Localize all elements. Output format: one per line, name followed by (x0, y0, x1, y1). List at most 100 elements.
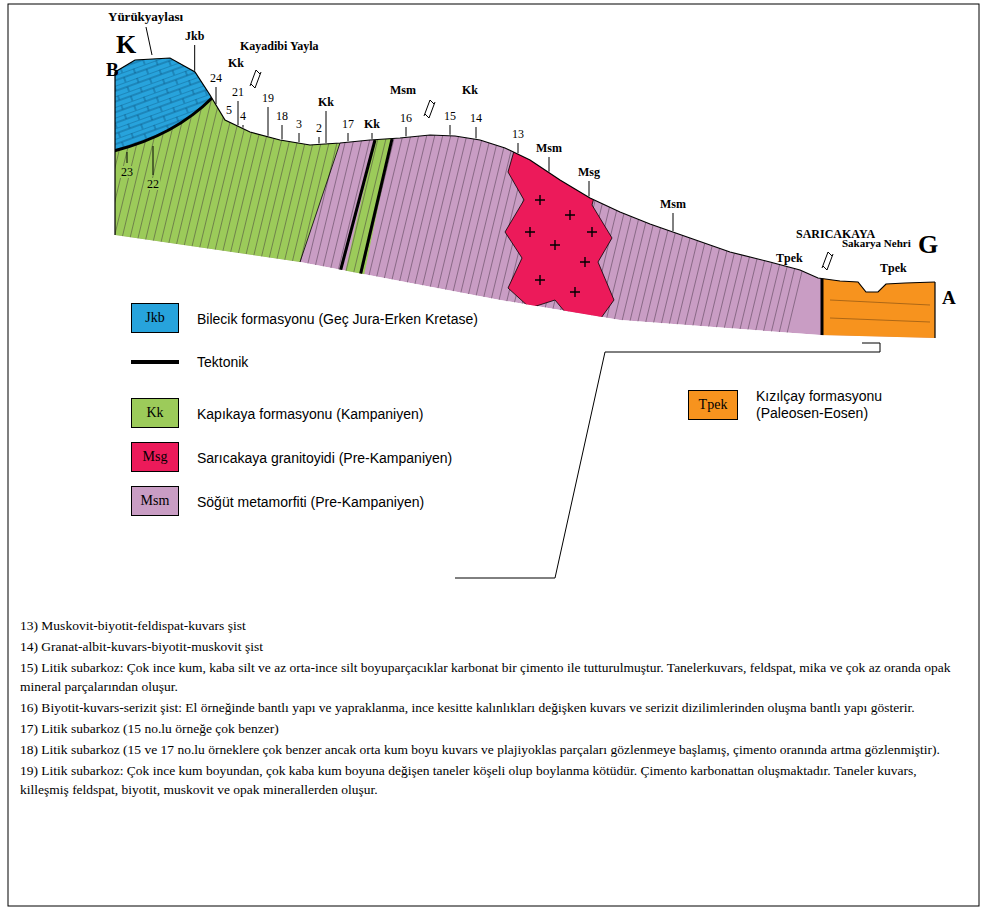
fault-line (338, 140, 375, 280)
granite-cross (565, 210, 575, 220)
callout-number: 16 (400, 112, 412, 124)
bedding-stroke (751, 60, 821, 350)
sample-tick (549, 157, 550, 172)
bedding-stroke (319, 60, 389, 350)
bedding-stroke (375, 60, 445, 350)
callout-number: 4 (240, 110, 246, 122)
callout-number: 18 (276, 110, 288, 122)
sample-tick (194, 45, 195, 71)
map-label: G (918, 232, 938, 258)
bedding-stroke (327, 60, 397, 350)
map-label: Msg (578, 166, 600, 178)
sample-tick (153, 146, 154, 175)
bedding-stroke (711, 60, 781, 350)
section-edge (115, 72, 935, 338)
bedding-stroke (239, 60, 309, 350)
jkb-unit (100, 30, 214, 154)
callout-number: 2 (316, 122, 322, 134)
granite-cross (580, 257, 590, 267)
bedding-stroke (343, 60, 413, 350)
granite-cross (587, 227, 597, 237)
sample-note: 15) Litik subarkoz: Çok ince kum, kaba s… (20, 658, 965, 696)
callout-number: 3 (296, 118, 302, 130)
map-label: Sakarya Nehri (842, 238, 911, 249)
bedding-stroke (455, 60, 525, 350)
tpek-unit (822, 200, 960, 360)
bedding-stroke (255, 60, 325, 350)
map-label: Jkb (185, 30, 204, 42)
granite-cross (535, 195, 545, 205)
sample-tick (216, 87, 217, 104)
sample-tick (348, 133, 349, 141)
callout-number: 14 (470, 112, 482, 124)
bedding-stroke (415, 60, 485, 350)
bedding-stroke (247, 60, 317, 350)
bedding-stroke (727, 60, 797, 350)
bedding-stroke (439, 60, 509, 350)
map-label: Msm (536, 142, 562, 154)
map-label: A (942, 288, 956, 307)
figure-frame (8, 4, 979, 906)
granite-cross (570, 287, 580, 297)
fault-symbols (250, 70, 833, 270)
bedding-stroke (351, 60, 421, 350)
fault-line (821, 270, 824, 345)
bedding-stroke (279, 60, 349, 350)
sample-tick (673, 213, 674, 231)
bedding-stroke (295, 60, 365, 350)
fault-line (358, 139, 392, 285)
bedding-stroke (399, 60, 469, 350)
legend-text: Kapıkaya formasyonu (Kampaniyen) (197, 406, 637, 423)
bedding-stroke (735, 60, 805, 350)
bedding-stroke (359, 60, 429, 350)
leader-line (146, 27, 152, 55)
bedding-stroke (703, 60, 773, 350)
tpek-bedding (830, 300, 930, 322)
callout-number: 15 (444, 110, 456, 122)
sample-tick (372, 133, 373, 139)
bedding-stroke (215, 60, 285, 350)
map-label: K (116, 32, 136, 58)
bracket-line (455, 343, 880, 578)
bedding-stroke (623, 60, 693, 350)
sample-tick (450, 125, 451, 135)
fault-symbol (822, 252, 833, 270)
callout-number: 13 (512, 128, 524, 140)
map-label: Kk (462, 84, 478, 96)
bedding-stroke (423, 60, 493, 350)
sample-note: 18) Litik subarkoz (15 ve 17 no.lu örnek… (20, 740, 965, 759)
bedding-stroke (335, 60, 405, 350)
callout-number: 24 (210, 72, 222, 84)
sample-note: 16) Biyotit-kuvars-serizit şist: El örne… (20, 698, 965, 717)
sample-tick (127, 152, 128, 163)
line-sample (131, 360, 179, 364)
kk-unit (100, 30, 345, 262)
sample-note: 17) Litik subarkoz (15 no.lu örneğe çok … (20, 719, 965, 738)
unit-code: Kk (146, 406, 163, 420)
sample-note: 14) Granat-albit-kuvars-biyotit-muskovit… (20, 637, 965, 656)
bedding-stroke (199, 60, 269, 350)
callout-number: 5 (226, 104, 232, 116)
sample-notes: 13) Muskovit-biyotit-feldispat-kuvars şi… (20, 616, 965, 801)
bedding-stroke (383, 60, 453, 350)
callout-number: 22 (146, 178, 160, 190)
bedding-stroke (271, 60, 341, 350)
map-label: Yürükyaylası (108, 10, 183, 23)
bedding-stroke (287, 60, 357, 350)
ground-surface (115, 58, 935, 292)
legend-text: Bilecik formasyonu (Geç Jura-Erken Kreta… (197, 311, 637, 328)
sample-tick (282, 125, 283, 139)
granite-cross (535, 275, 545, 285)
map-label: Tpek (776, 252, 803, 264)
bedding-stroke (679, 60, 749, 350)
fault-symbol (424, 100, 435, 118)
bedding-stroke (431, 60, 501, 350)
thrust-line (100, 98, 212, 154)
callout-number: 17 (342, 118, 354, 130)
bedding-stroke (719, 60, 789, 350)
map-label: Kayadibi Yayla (240, 40, 319, 52)
bedding-stroke (687, 60, 757, 350)
callout-number: 21 (232, 86, 244, 98)
sample-tick (518, 143, 519, 153)
